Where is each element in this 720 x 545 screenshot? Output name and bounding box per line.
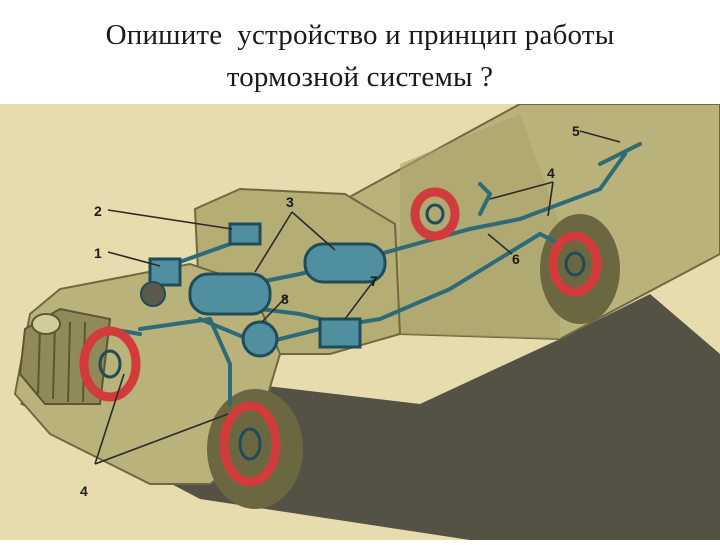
label-4-rear: 4 xyxy=(547,165,555,181)
label-1: 1 xyxy=(94,245,102,261)
brake-drum-rear-left xyxy=(410,187,460,241)
air-tank-icon xyxy=(188,242,387,316)
brake-valve-icon xyxy=(228,222,362,358)
headlight xyxy=(31,313,61,335)
label-8: 8 xyxy=(281,291,289,307)
title-line-2: тормозной системы ? xyxy=(226,61,494,93)
compressor-icon xyxy=(140,257,182,307)
brake-drum-rear-right xyxy=(548,231,602,297)
brake-drum-front-right xyxy=(219,401,281,487)
label-4-front: 4 xyxy=(80,483,88,499)
brake-drum-front-left xyxy=(79,326,141,402)
brake-system-figure: 2 1 3 4 5 6 7 8 4 xyxy=(0,103,720,540)
callout-labels: 2 1 3 4 5 6 7 8 4 xyxy=(80,123,580,499)
label-2: 2 xyxy=(94,203,102,219)
title-line-1: Опишите устройство и принцип работы xyxy=(105,19,615,51)
label-7: 7 xyxy=(370,273,378,289)
slide-title: Опишите устройство и принцип работы торм… xyxy=(0,14,720,98)
label-3: 3 xyxy=(286,194,294,210)
brake-drum-icon xyxy=(79,187,602,487)
air-tank-front xyxy=(188,272,272,316)
leader-lines xyxy=(94,130,621,465)
truck-brake-diagram: 2 1 3 4 5 6 7 8 4 xyxy=(0,103,720,540)
label-6: 6 xyxy=(512,251,520,267)
label-5: 5 xyxy=(572,123,580,139)
air-tank-rear xyxy=(303,242,387,284)
